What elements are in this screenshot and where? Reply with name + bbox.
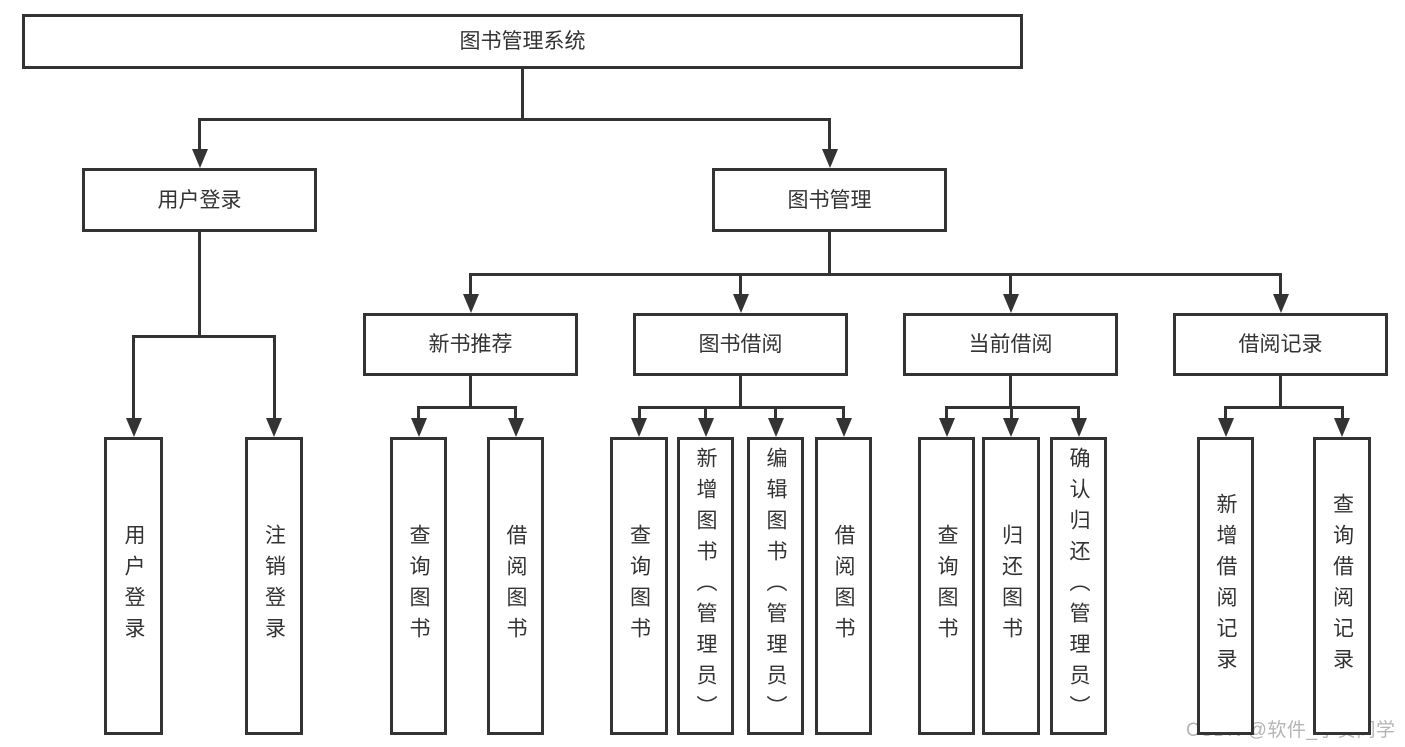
arrowhead-icon xyxy=(1272,294,1289,313)
box-current-borrowing: 当前借阅 xyxy=(903,313,1118,376)
arrowhead-icon xyxy=(732,294,749,313)
arrowhead-icon xyxy=(462,294,479,313)
connector-drop-current-borrowing-1 xyxy=(1009,406,1013,421)
connector-rail-book-management xyxy=(469,273,1282,276)
box-label-current-borrowing: 当前借阅 xyxy=(968,333,1053,356)
box-label-edit-books-admin: 编辑图书（管理员） xyxy=(764,446,787,726)
box-confirm-return-admin: 确认归还（管理员） xyxy=(1050,437,1107,735)
arrowhead-icon xyxy=(1002,294,1019,313)
box-label-confirm-return-admin: 确认归还（管理员） xyxy=(1067,446,1090,726)
box-borrow-books-action: 借阅图书 xyxy=(815,437,872,735)
connector-stem-borrowing-records xyxy=(1279,374,1282,409)
connector-drop-book-management-3 xyxy=(1279,273,1282,297)
box-user-login: 用户登录 xyxy=(82,168,317,232)
connector-drop-new-book-recommend-1 xyxy=(514,406,517,421)
arrowhead-icon xyxy=(410,418,427,437)
box-query-books-current: 查询图书 xyxy=(918,437,975,735)
arrowhead-icon xyxy=(125,418,142,437)
box-label-book-management: 图书管理 xyxy=(787,188,872,212)
connector-stem-user-login xyxy=(198,230,201,338)
box-label-query-books-recommend: 查询图书 xyxy=(407,524,430,648)
connector-stem-new-book-recommend xyxy=(469,374,472,409)
connector-rail-borrowing-records xyxy=(1224,406,1344,409)
box-label-return-books: 归还图书 xyxy=(999,524,1023,648)
connector-rail-book-borrowing xyxy=(637,406,845,409)
box-return-books: 归还图书 xyxy=(982,437,1040,735)
box-query-borrow-record: 查询借阅记录 xyxy=(1313,437,1371,735)
box-logout-action: 注销登录 xyxy=(245,437,303,735)
box-query-books-borrow: 查询图书 xyxy=(610,437,668,735)
connector-stem-library-system xyxy=(521,67,524,121)
box-new-book-recommend: 新书推荐 xyxy=(363,313,578,376)
arrowhead-icon xyxy=(697,418,714,437)
arrowhead-icon xyxy=(938,418,955,437)
connector-rail-user-login xyxy=(132,335,276,338)
box-add-borrow-record: 新增借阅记录 xyxy=(1197,437,1254,735)
arrowhead-icon xyxy=(191,149,208,168)
connector-drop-borrowing-records-1 xyxy=(1340,406,1344,421)
connector-drop-book-management-0 xyxy=(469,273,472,297)
box-label-user-login-action: 用户登录 xyxy=(122,524,145,648)
box-label-query-books-current: 查询图书 xyxy=(935,524,958,648)
connector-drop-library-system-1 xyxy=(828,118,831,152)
connector-stem-book-borrowing xyxy=(739,374,742,409)
box-label-library-system: 图书管理系统 xyxy=(459,30,586,53)
connector-drop-library-system-0 xyxy=(198,118,201,152)
arrowhead-icon xyxy=(821,149,838,168)
arrowhead-icon xyxy=(1003,418,1019,437)
connector-rail-current-borrowing xyxy=(945,406,1080,409)
box-add-books-admin: 新增图书（管理员） xyxy=(677,437,734,735)
arrowhead-icon xyxy=(1070,418,1087,437)
box-user-login-action: 用户登录 xyxy=(104,437,163,735)
connector-rail-new-book-recommend xyxy=(417,406,517,409)
box-label-user-login: 用户登录 xyxy=(157,188,242,212)
box-label-add-borrow-record: 新增借阅记录 xyxy=(1214,493,1237,679)
box-borrow-books-recommend: 借阅图书 xyxy=(487,437,544,735)
arrowhead-icon xyxy=(1334,418,1350,437)
connector-drop-book-borrowing-2 xyxy=(774,406,777,421)
connector-stem-current-borrowing xyxy=(1009,374,1012,409)
box-label-query-books-borrow: 查询图书 xyxy=(627,524,651,648)
arrowhead-icon xyxy=(767,418,784,437)
connector-stem-book-management xyxy=(828,230,831,276)
connector-drop-book-management-1 xyxy=(739,273,742,297)
box-borrowing-records: 借阅记录 xyxy=(1173,313,1388,376)
connector-drop-book-management-2 xyxy=(1009,273,1012,297)
arrowhead-icon xyxy=(507,418,524,437)
connector-drop-book-borrowing-3 xyxy=(842,406,845,421)
box-label-query-borrow-record: 查询借阅记录 xyxy=(1330,493,1354,679)
connector-drop-book-borrowing-0 xyxy=(637,406,641,421)
connector-drop-current-borrowing-0 xyxy=(945,406,948,421)
box-library-system: 图书管理系统 xyxy=(22,14,1023,69)
connector-drop-new-book-recommend-0 xyxy=(417,406,420,421)
box-edit-books-admin: 编辑图书（管理员） xyxy=(747,437,804,735)
arrowhead-icon xyxy=(266,418,282,437)
box-label-borrow-books-action: 借阅图书 xyxy=(832,524,855,648)
arrowhead-icon xyxy=(1217,418,1234,437)
box-book-borrowing: 图书借阅 xyxy=(633,313,848,376)
connector-drop-user-login-0 xyxy=(132,335,135,421)
box-label-borrow-books-recommend: 借阅图书 xyxy=(504,524,527,648)
box-book-management: 图书管理 xyxy=(712,168,947,232)
box-query-books-recommend: 查询图书 xyxy=(390,437,447,735)
box-label-borrowing-records: 借阅记录 xyxy=(1238,333,1323,356)
connector-drop-book-borrowing-1 xyxy=(704,406,707,421)
arrowhead-icon xyxy=(631,418,647,437)
box-label-logout-action: 注销登录 xyxy=(262,524,286,648)
connector-drop-current-borrowing-2 xyxy=(1077,406,1080,421)
box-label-book-borrowing: 图书借阅 xyxy=(698,333,783,356)
connector-rail-library-system xyxy=(198,118,831,121)
connector-drop-borrowing-records-0 xyxy=(1224,406,1227,421)
box-label-add-books-admin: 新增图书（管理员） xyxy=(694,446,717,726)
arrowhead-icon xyxy=(835,418,852,437)
box-label-new-book-recommend: 新书推荐 xyxy=(428,333,513,356)
connector-drop-user-login-1 xyxy=(272,335,276,421)
